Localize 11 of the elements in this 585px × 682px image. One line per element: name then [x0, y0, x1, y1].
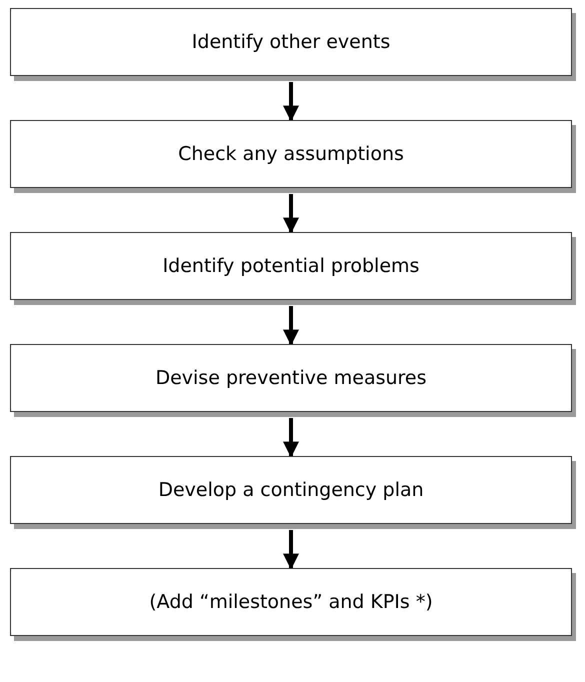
step-text: (Add “milestones” and KPIs *) [149, 590, 433, 615]
arrow [283, 418, 299, 458]
step-text: Devise preventive measures [155, 366, 427, 391]
arrow [283, 82, 299, 122]
step-text: Identify potential problems [162, 254, 420, 279]
arrow [283, 306, 299, 346]
step-text: Develop a contingency plan [158, 478, 424, 503]
step-text: Identify other events [192, 30, 390, 55]
arrow [283, 194, 299, 234]
arrow [283, 530, 299, 570]
step-text: Check any assumptions [178, 142, 404, 167]
